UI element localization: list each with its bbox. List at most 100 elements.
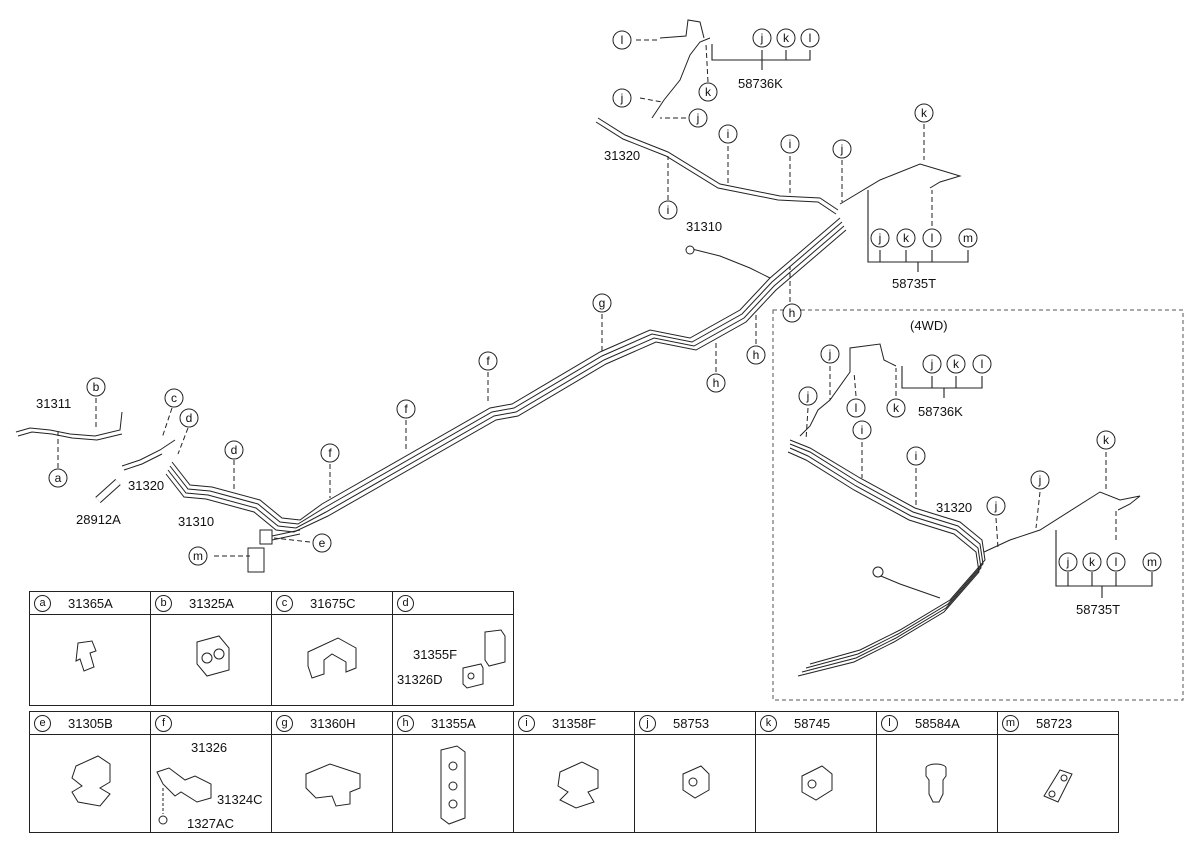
callout-j: j bbox=[820, 344, 840, 364]
callout-i: i bbox=[852, 420, 872, 440]
svg-text:l: l bbox=[931, 231, 934, 245]
table-cell-f: f 31326 31324C 1327AC bbox=[150, 711, 272, 833]
key-c: c bbox=[276, 595, 293, 612]
svg-text:k: k bbox=[893, 401, 900, 415]
svg-text:j: j bbox=[1066, 555, 1070, 569]
table-cell-l: l 58584A bbox=[876, 711, 998, 833]
callout-m: m bbox=[188, 546, 208, 566]
key-f: f bbox=[155, 715, 172, 732]
callout-k: k bbox=[914, 103, 934, 123]
pipe-31320-top bbox=[597, 117, 839, 211]
callout-h: h bbox=[706, 373, 726, 393]
label-58736K-4wd: 58736K bbox=[918, 404, 963, 419]
svg-text:m: m bbox=[193, 549, 203, 563]
callout-i: i bbox=[718, 124, 738, 144]
label-31320: 31320 bbox=[128, 478, 164, 493]
callout-d: d bbox=[224, 440, 244, 460]
svg-text:i: i bbox=[789, 137, 792, 151]
key-g: g bbox=[276, 715, 293, 732]
callout-i: i bbox=[906, 446, 926, 466]
label-31310: 31310 bbox=[178, 514, 214, 529]
callout-k: k bbox=[896, 228, 916, 248]
part-number: 58723 bbox=[1036, 716, 1073, 731]
svg-text:j: j bbox=[994, 499, 998, 513]
key-b: b bbox=[155, 595, 172, 612]
clamp-31305B-icon bbox=[71, 755, 111, 807]
part-number: 31365A bbox=[68, 596, 113, 611]
part-number: 58753 bbox=[673, 716, 710, 731]
plug-58584A-icon bbox=[925, 763, 947, 803]
label-31326D: 31326D bbox=[397, 672, 443, 687]
callout-f: f bbox=[478, 351, 498, 371]
clamp-31355A-icon bbox=[440, 745, 466, 825]
clip-31675C-icon bbox=[307, 637, 357, 679]
clamp-31355F-icon bbox=[462, 629, 506, 689]
svg-text:h: h bbox=[753, 348, 760, 362]
svg-text:f: f bbox=[328, 446, 332, 460]
svg-text:l: l bbox=[1115, 555, 1118, 569]
svg-text:a: a bbox=[55, 471, 62, 485]
part-number: 31360H bbox=[310, 716, 356, 731]
grommet-58745-icon bbox=[801, 765, 833, 801]
table-cell-g: g 31360H bbox=[271, 711, 393, 833]
callout-m: m bbox=[958, 228, 978, 248]
key-m: m bbox=[1002, 715, 1019, 732]
callout-k: k bbox=[886, 398, 906, 418]
svg-text:f: f bbox=[404, 402, 408, 416]
svg-text:d: d bbox=[231, 443, 238, 457]
callout-i: i bbox=[780, 134, 800, 154]
svg-text:k: k bbox=[1089, 555, 1096, 569]
part-number: 58584A bbox=[915, 716, 960, 731]
callouts: a b c d d f f f g h h h m e i i i j k j … bbox=[48, 28, 1162, 572]
part-number: 31305B bbox=[68, 716, 113, 731]
callout-g: g bbox=[592, 293, 612, 313]
svg-text:k: k bbox=[1103, 433, 1110, 447]
callout-j: j bbox=[1058, 552, 1078, 572]
svg-text:j: j bbox=[930, 357, 934, 371]
svg-text:j: j bbox=[1038, 473, 1042, 487]
part-number: 58745 bbox=[794, 716, 831, 731]
callout-j: j bbox=[832, 139, 852, 159]
table-cell-e: e 31305B bbox=[29, 711, 151, 833]
bracket-58723 bbox=[247, 547, 265, 573]
callout-j: j bbox=[612, 88, 632, 108]
callout-j: j bbox=[752, 28, 772, 48]
svg-text:i: i bbox=[861, 423, 864, 437]
part-number: 31355A bbox=[431, 716, 476, 731]
key-l: l bbox=[881, 715, 898, 732]
label-1327AC: 1327AC bbox=[187, 816, 234, 831]
svg-text:m: m bbox=[963, 231, 973, 245]
svg-text:i: i bbox=[667, 203, 670, 217]
clamp-31360H-icon bbox=[305, 763, 361, 807]
svg-text:c: c bbox=[171, 391, 177, 405]
callout-e: e bbox=[312, 533, 332, 553]
key-d: d bbox=[397, 595, 414, 612]
table-cell-m: m 58723 bbox=[997, 711, 1119, 833]
callout-j: j bbox=[870, 228, 890, 248]
svg-text:e: e bbox=[319, 536, 326, 550]
key-j: j bbox=[639, 715, 656, 732]
callout-j: j bbox=[688, 108, 708, 128]
svg-text:k: k bbox=[705, 85, 712, 99]
table-cell-d: d 31355F 31326D bbox=[392, 591, 514, 706]
svg-text:b: b bbox=[93, 380, 100, 394]
svg-text:j: j bbox=[696, 111, 700, 125]
label-28912A: 28912A bbox=[76, 512, 121, 527]
bracket-31326-icon bbox=[156, 767, 212, 825]
key-k: k bbox=[760, 715, 777, 732]
callout-k: k bbox=[1096, 430, 1116, 450]
svg-text:i: i bbox=[727, 127, 730, 141]
clip-31358F-icon bbox=[557, 761, 599, 809]
key-e: e bbox=[34, 715, 51, 732]
svg-text:f: f bbox=[486, 354, 490, 368]
callout-b: b bbox=[86, 377, 106, 397]
callout-k: k bbox=[946, 354, 966, 374]
callout-l: l bbox=[800, 28, 820, 48]
clamp-31325A-icon bbox=[196, 635, 230, 677]
svg-text:i: i bbox=[915, 449, 918, 463]
clip-31365A-icon bbox=[75, 640, 97, 672]
callout-f: f bbox=[396, 399, 416, 419]
